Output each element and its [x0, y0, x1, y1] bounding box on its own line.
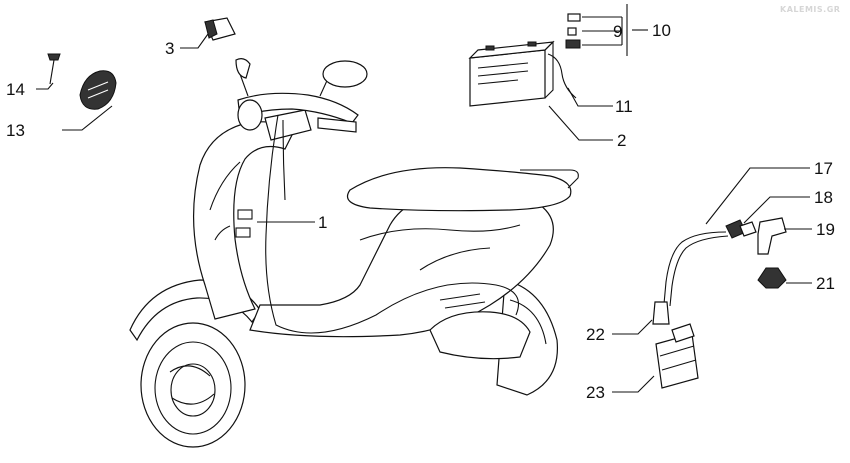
- part-14-screw: [47, 53, 61, 85]
- callout-labels: 1 2 3 9 10 11 13 14 17 18 19 21 22 23: [6, 21, 835, 402]
- part-17-ht-lead: [663, 231, 727, 305]
- handlebar: [237, 92, 359, 124]
- part-22-lead-end: [652, 301, 670, 325]
- callout-2: 2: [617, 131, 626, 150]
- callout-21: 21: [816, 274, 835, 293]
- part-19-plug-cap: [757, 217, 787, 255]
- part-18-cap: [725, 219, 757, 239]
- wiring-harness: [265, 114, 520, 334]
- front-body: [192, 121, 296, 320]
- part-21-grommet: [757, 267, 787, 289]
- headlight: [237, 99, 263, 131]
- callout-23: 23: [586, 383, 605, 402]
- scooter-illustration: [129, 58, 579, 448]
- part-3-connector: [204, 17, 236, 41]
- callout-3: 3: [165, 39, 174, 58]
- front-wheel: [140, 322, 246, 448]
- callout-9: 9: [613, 22, 622, 41]
- callout-14: 14: [6, 80, 25, 99]
- callout-11: 11: [615, 97, 633, 116]
- callout-13: 13: [6, 121, 25, 140]
- part-23-ignition-coil: [655, 323, 699, 389]
- leader-lines: [36, 4, 812, 393]
- part-9-fuses: [565, 13, 581, 49]
- callout-22: 22: [586, 325, 605, 344]
- callout-19: 19: [816, 220, 835, 239]
- watermark: KALEMIS.GR: [780, 5, 840, 14]
- callout-1: 1: [318, 213, 327, 232]
- callout-10: 10: [652, 21, 671, 40]
- callout-17: 17: [814, 159, 833, 178]
- mirror: [322, 60, 368, 88]
- seat: [346, 167, 572, 212]
- engine: [429, 311, 531, 360]
- rear-body: [249, 193, 554, 338]
- part-2-battery: [468, 40, 555, 107]
- part-13-switch: [79, 70, 117, 110]
- callout-18: 18: [814, 188, 833, 207]
